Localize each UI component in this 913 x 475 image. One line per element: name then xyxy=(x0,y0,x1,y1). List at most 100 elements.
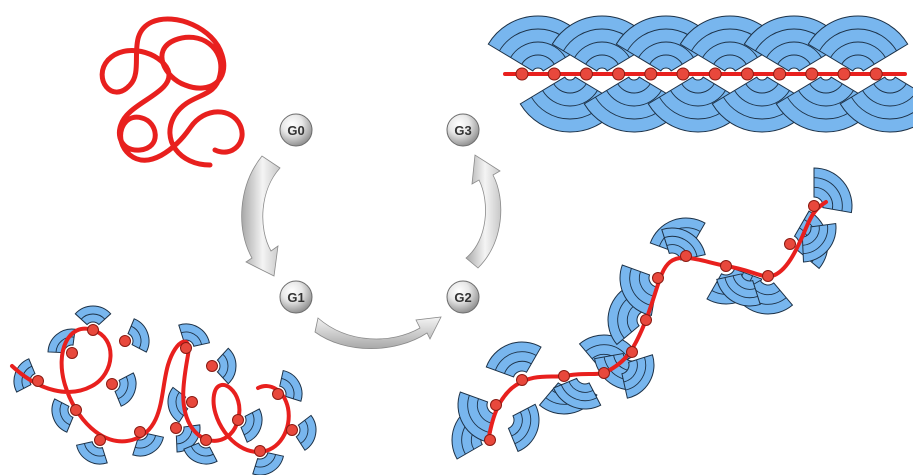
dendron-band xyxy=(510,41,566,58)
dendron-wedge xyxy=(74,305,112,326)
dendron-body xyxy=(178,323,211,347)
dendron-body xyxy=(295,414,317,451)
polymer-bead xyxy=(740,67,754,81)
dendron-band xyxy=(117,376,129,400)
dendron-body xyxy=(216,347,237,385)
dendron-body xyxy=(485,341,542,378)
dendron-wedge xyxy=(507,403,540,453)
polymer-bead xyxy=(70,404,82,416)
stage-node-g2: G2 xyxy=(446,280,480,314)
g3-dendron-wall xyxy=(487,15,913,133)
dendron-band xyxy=(585,344,629,360)
dendron-wedge xyxy=(801,223,837,263)
bare-polymer-coil xyxy=(99,16,245,168)
stage-label-g3: G3 xyxy=(454,123,471,138)
dendron-body xyxy=(51,398,74,433)
polymer-bead xyxy=(805,67,819,81)
dendron-band xyxy=(494,351,537,371)
dendron-body xyxy=(240,408,263,443)
dendron-band xyxy=(83,443,105,457)
dendron-band xyxy=(745,83,779,94)
dendron-wedge xyxy=(679,15,781,72)
polymer-bead xyxy=(644,67,658,81)
dendron-band xyxy=(732,275,756,290)
g2-polymer xyxy=(484,200,828,446)
dendron-band xyxy=(300,419,309,444)
dendron-band xyxy=(553,83,587,94)
polymer-bead xyxy=(676,67,690,81)
dendron-band xyxy=(175,391,184,416)
dendron-wedge xyxy=(743,15,845,72)
dendron-body xyxy=(743,15,845,72)
polymer-bead xyxy=(206,360,218,372)
dendron-body xyxy=(615,15,717,72)
arrow-g2-to-g3 xyxy=(465,154,502,269)
polymer-bead xyxy=(484,434,496,446)
dendron-wedge xyxy=(457,391,496,444)
polymer-bead xyxy=(640,314,652,326)
dendron-wedge xyxy=(615,15,717,72)
dendron-wedge xyxy=(279,369,303,402)
dendron-wedge xyxy=(183,442,218,465)
dendron-wedge xyxy=(127,318,150,353)
dendron-body xyxy=(279,369,303,402)
dendron-band xyxy=(568,381,594,393)
dendron-band xyxy=(511,411,523,437)
dendron-band xyxy=(59,402,71,426)
dendron-band xyxy=(649,54,683,65)
dendron-band xyxy=(734,90,790,107)
dendron-body xyxy=(487,15,589,72)
dendron-band xyxy=(585,54,619,65)
dendron-band xyxy=(625,357,647,391)
polymer-coil-strand xyxy=(99,16,245,168)
dendron-band xyxy=(713,54,747,65)
dendron-wedge xyxy=(178,323,211,347)
dendron-band xyxy=(281,377,295,399)
dendron-wedge xyxy=(132,433,165,457)
dendron-band xyxy=(798,90,854,107)
dendron-body xyxy=(114,372,137,407)
arrow-g0-to-g1 xyxy=(241,155,281,277)
polymer-bead xyxy=(547,67,561,81)
dendron-band xyxy=(629,268,654,307)
dendron-band xyxy=(617,83,651,94)
dendron-wedge xyxy=(216,347,237,385)
dendron-wedge xyxy=(485,341,542,378)
g1-beads xyxy=(32,324,298,457)
g2-beads xyxy=(484,200,820,446)
dendron-band xyxy=(819,28,897,52)
dendron-band xyxy=(841,54,875,65)
g1-dendrons xyxy=(13,305,317,475)
dendron-body xyxy=(75,441,108,465)
polymer-bead xyxy=(32,375,44,387)
g2-polymer-strand xyxy=(486,200,828,444)
dendron-body xyxy=(132,433,165,457)
dendron-body xyxy=(507,403,540,453)
dendron-body xyxy=(839,76,913,133)
polymer-bead xyxy=(186,396,198,408)
dendron-band xyxy=(255,454,277,468)
polymer-bead xyxy=(232,414,244,426)
dendron-band xyxy=(809,83,843,94)
g3-backbone xyxy=(503,67,907,81)
stage-node-g1-circle xyxy=(279,280,313,314)
cycle-arrows xyxy=(241,154,502,350)
dendron-wedge xyxy=(619,264,658,317)
polymer-bead xyxy=(94,434,106,446)
polymer-bead xyxy=(170,422,182,434)
dendron-band xyxy=(243,412,255,436)
polymer-bead xyxy=(272,388,284,400)
dendron-band xyxy=(514,407,532,445)
polymer-bead xyxy=(134,426,146,438)
dendron-body xyxy=(551,15,653,72)
stage-node-g3-circle xyxy=(446,113,480,147)
dendron-band xyxy=(777,54,811,65)
polymer-bead xyxy=(286,424,298,436)
polymer-bead xyxy=(869,67,883,81)
polymer-bead xyxy=(254,445,266,457)
dendron-band xyxy=(664,235,698,257)
polymer-bead xyxy=(200,434,212,446)
polymer-bead xyxy=(708,67,722,81)
dendron-band xyxy=(521,54,555,65)
dendron-band xyxy=(542,90,598,107)
